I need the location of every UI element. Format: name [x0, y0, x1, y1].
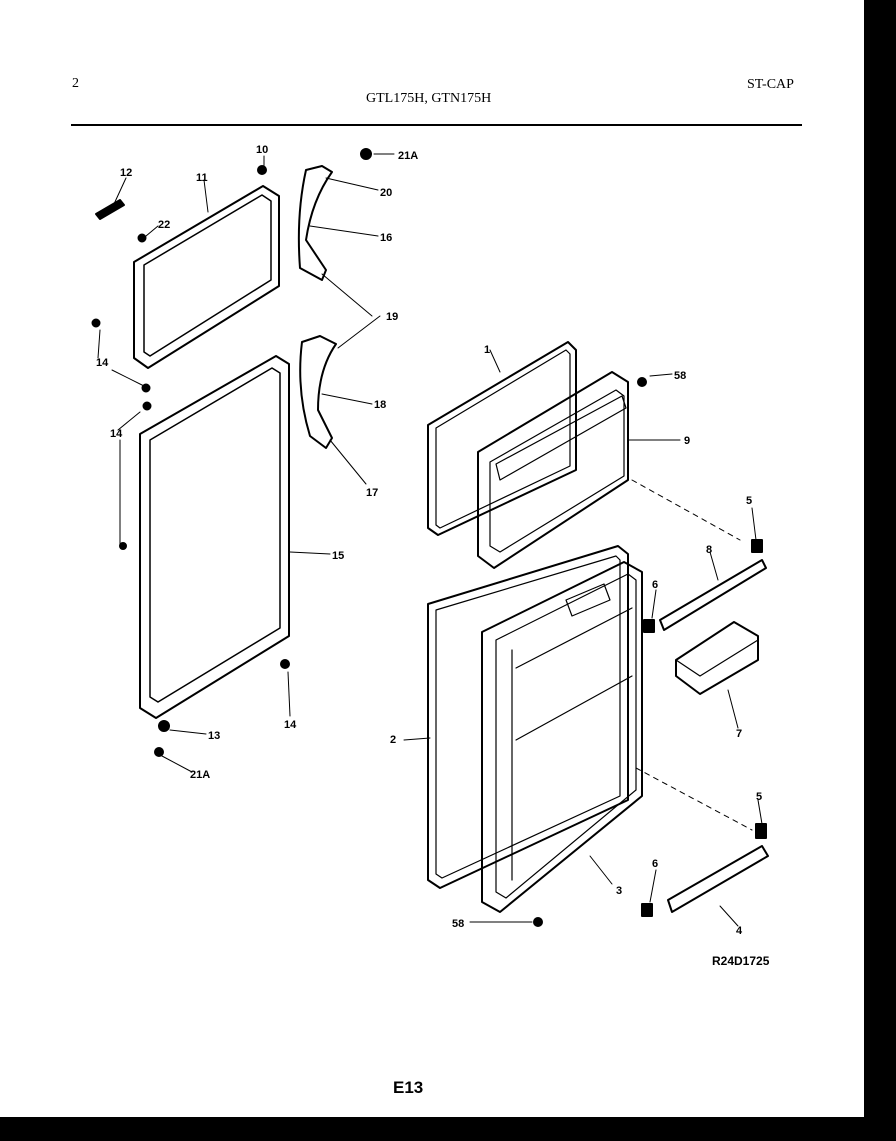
drawing-code: R24D1725	[712, 954, 770, 968]
door-rail-8	[659, 559, 767, 631]
callouts: 12 11 10 22 14 14 14 13 21A 21A 20 16 19…	[96, 144, 762, 937]
callout-20: 20	[380, 187, 392, 199]
callout-22: 22	[158, 219, 170, 231]
callout-12: 12	[120, 167, 132, 179]
callout-5-bottom: 5	[756, 791, 762, 803]
callout-17: 17	[366, 487, 378, 499]
screws-left	[91, 148, 372, 757]
fresh-food-door-inner	[481, 561, 643, 913]
callout-3: 3	[616, 885, 622, 897]
dairy-compartment-7	[675, 621, 759, 695]
page-label: E13	[393, 1078, 424, 1097]
callout-8: 8	[706, 544, 712, 556]
callout-15: 15	[332, 550, 344, 562]
model-numbers: GTL175H, GTN175H	[366, 91, 492, 106]
clips	[533, 377, 767, 927]
callout-7: 7	[736, 728, 742, 740]
callout-18: 18	[374, 399, 386, 411]
callout-5-top: 5	[746, 495, 752, 507]
callout-14-c: 14	[284, 719, 297, 731]
callout-16: 16	[380, 232, 392, 244]
section-code: ST-CAP	[747, 77, 794, 92]
freezer-door-inner	[477, 371, 629, 569]
door-handles	[297, 165, 337, 449]
callout-21a-top: 21A	[398, 150, 418, 162]
callout-58-bottom: 58	[452, 918, 464, 930]
callout-4: 4	[736, 925, 743, 937]
callout-9: 9	[684, 435, 690, 447]
callout-13: 13	[208, 730, 220, 742]
callout-1: 1	[484, 344, 490, 356]
callout-58-top: 58	[674, 370, 686, 382]
door-rail-4	[667, 845, 769, 913]
callout-11: 11	[196, 172, 208, 184]
fresh-food-door-panel	[427, 545, 629, 889]
leader-lines	[97, 153, 763, 927]
callout-14-a: 14	[96, 357, 109, 369]
freezer-door-liner	[133, 185, 280, 369]
part-12-trim	[95, 199, 125, 220]
page-number: 2	[72, 76, 79, 91]
callout-6-top: 6	[652, 579, 658, 591]
parts-diagram-sheet: 2 GTL175H, GTN175H ST-CAP	[0, 0, 864, 1117]
freezer-door-panel	[427, 341, 577, 536]
callout-19: 19	[386, 311, 398, 323]
callout-2: 2	[390, 734, 396, 746]
callout-14-b: 14	[110, 428, 123, 440]
callout-10: 10	[256, 144, 268, 156]
header-rule	[71, 124, 802, 126]
callout-6-bottom: 6	[652, 858, 658, 870]
exploded-door-diagram: 12 11 10 22 14 14 14 13 21A 21A 20 16 19…	[91, 144, 769, 937]
callout-21a-bottom: 21A	[190, 769, 210, 781]
fresh-food-door-liner	[139, 355, 290, 719]
